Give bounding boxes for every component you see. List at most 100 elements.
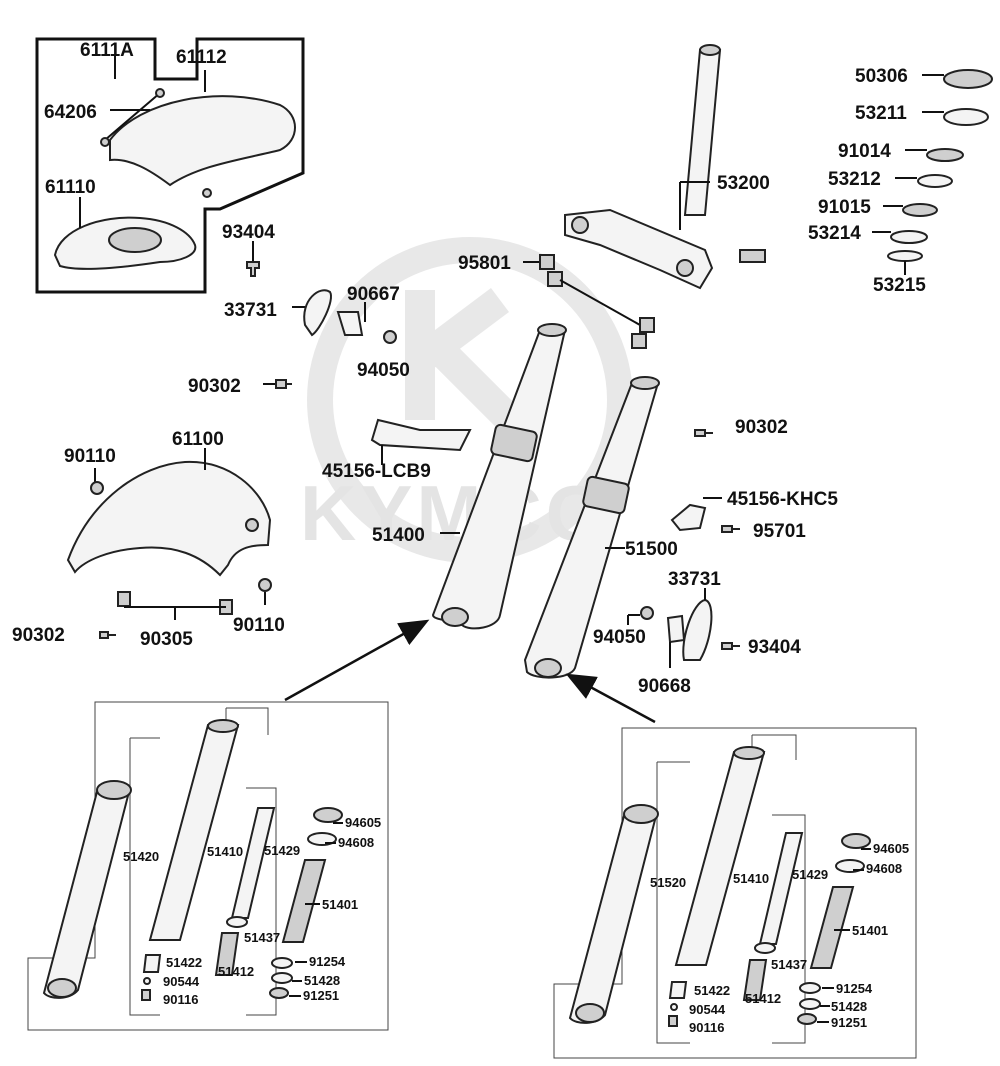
part-90110-bolt-a [90,481,104,495]
part-45156-KHC5-bracket [670,503,707,532]
part-64206-rivet-c [202,188,212,198]
label-94608-right: 94608 [866,861,902,876]
label-95801: 95801 [458,253,511,274]
part-91254-seal-r [799,982,821,994]
group-6111A-frame [35,37,305,294]
part-91015-balls [902,203,938,217]
part-93404-bolt-b [721,642,740,650]
label-94050-b: 94050 [593,627,646,648]
label-91014: 91014 [838,141,891,162]
label-51437-left: 51437 [244,930,280,945]
part-51412-spring-r [742,959,768,1001]
part-51422-piece-r [668,981,688,999]
label-51422-right: 51422 [694,983,730,998]
label-90305: 90305 [140,629,193,650]
part-90116-bolt [141,989,151,1001]
part-61112-cover [109,95,296,187]
part-53215-seal [887,250,923,262]
part-51520-outer-tube [568,811,659,1024]
label-94605-right: 94605 [873,841,909,856]
part-90305-clip-a [117,591,131,607]
part-51429-damper [230,807,276,919]
part-93404-bolt-a [246,261,260,277]
part-90110-bolt-b [258,578,272,592]
label-51429-right: 51429 [792,867,828,882]
label-51412-left: 51412 [218,964,254,979]
part-33731-reflector-a [303,289,332,337]
part-45156-LCB9-bracket [370,418,472,452]
part-53200-stem-tube [683,49,722,216]
label-90116-right: 90116 [689,1020,724,1035]
right-detail-bracket-51410 [751,734,797,760]
part-53211-race [943,108,989,126]
label-90302-a: 90302 [188,376,241,397]
kymco-watermark-text: KYMCO [300,469,610,557]
label-51410-right: 51410 [733,871,769,886]
arrow-to-right-fork [565,673,656,724]
seat-cover-group [35,37,305,294]
label-61110: 61110 [45,177,96,198]
right-detail-bracket-51520 [656,761,690,1044]
part-64206-rivet-b [100,137,110,147]
label-45156-KHC5: 45156-KHC5 [727,489,838,510]
left-detail-bracket-51420 [129,737,160,1016]
part-51412-spring [214,932,240,976]
part-95701-screw [721,525,740,533]
label-90110-a: 90110 [64,446,116,467]
label-90302-b: 90302 [12,625,65,646]
label-53215: 53215 [873,275,926,296]
part-33731-reflector-b [682,598,713,661]
label-53200: 53200 [717,173,770,194]
part-61100-mount [245,518,259,532]
label-51420: 51420 [123,849,159,864]
part-51401-spring [281,859,327,943]
label-50306: 50306 [855,66,908,87]
label-64206: 64206 [44,102,97,123]
part-90544-washer-r [670,1003,678,1011]
part-90667-bracket [336,311,364,336]
part-53200-triple-clamp [564,208,714,290]
label-90668: 90668 [638,676,691,697]
label-51428-left: 51428 [304,973,340,988]
label-95701: 95701 [753,521,806,542]
part-90302-screw-b [99,631,116,639]
label-33731-a: 33731 [224,300,277,321]
part-51437-ring [226,916,248,928]
label-51422-left: 51422 [166,955,202,970]
part-51401-spring-r [809,886,855,969]
leader-94050-b [627,614,640,625]
label-90302-c: 90302 [735,417,788,438]
part-94050-nut-a [383,330,397,344]
part-51428-washer [271,972,293,984]
part-51400-axle-boss [441,607,469,627]
upper-left-hardware [246,241,472,465]
right-detail-frame [553,727,917,1059]
label-94608-left: 94608 [338,835,374,850]
part-91254-seal [271,957,293,969]
label-51401-right: 51401 [852,923,888,938]
bearing-stack [872,69,993,275]
label-91251-left: 91251 [303,988,339,1003]
label-90544-left: 90544 [163,974,200,989]
part-53200-clamp-bore-a [571,216,589,234]
label-91251-right: 91251 [831,1015,867,1030]
label-6111A: 6111A [80,40,134,61]
label-94050-a: 94050 [357,360,410,381]
label-61112: 61112 [176,47,227,68]
label-91015: 91015 [818,197,871,218]
left-fork-detail [27,701,389,1031]
label-93404-a: 93404 [222,222,275,243]
part-90302-screw-a [275,379,292,389]
part-51400-top-cap [537,323,567,337]
label-94605-left: 94605 [345,815,381,830]
label-51520: 51520 [650,875,686,890]
label-51428-right: 51428 [831,999,867,1014]
part-51500-axle-boss [534,658,562,678]
leader-53200 [679,181,710,230]
part-95801-bolt-b [547,271,563,287]
part-53212-cone [917,174,953,188]
part-51420-axle [47,978,77,998]
part-64206-rivet [155,88,165,98]
part-51410-top [207,719,239,733]
part-61110-ring [108,227,162,253]
